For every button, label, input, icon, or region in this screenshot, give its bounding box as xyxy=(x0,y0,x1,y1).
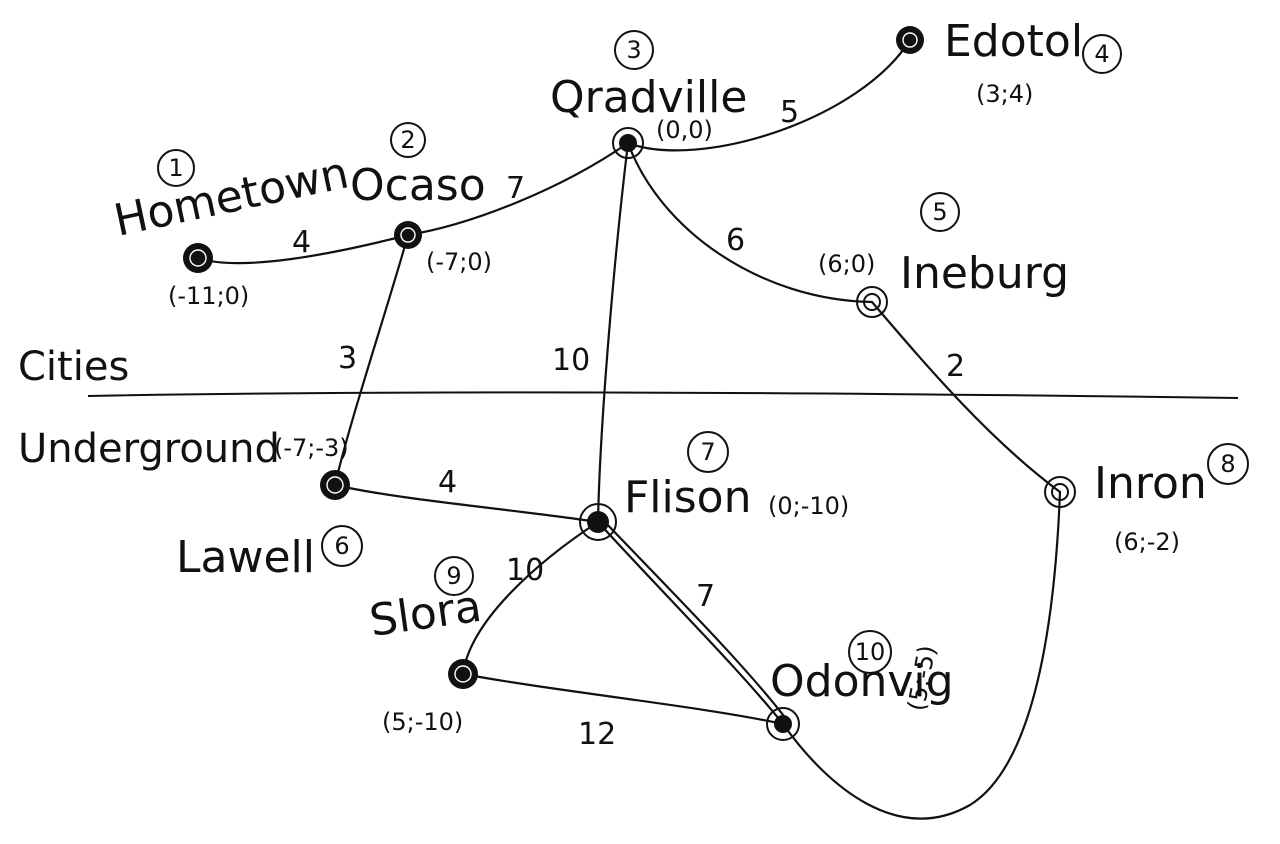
node-name-lawell: Lawell xyxy=(176,532,315,583)
node-lawell: Lawell (-7;-3) 6 xyxy=(176,434,363,583)
node-name-flison: Flison xyxy=(624,472,752,523)
node-marker xyxy=(448,659,478,689)
node-id-circle xyxy=(434,556,474,596)
node-marker xyxy=(1044,476,1076,508)
edge-weights: 4 7 5 6 3 10 2 4 10 7 12 xyxy=(292,95,965,752)
edge-weight-lawell-flison: 4 xyxy=(438,465,457,500)
edge-weight-qradville-flison: 10 xyxy=(552,343,590,378)
node-id-slora: 9 xyxy=(446,562,461,590)
edge-ocaso-qradville xyxy=(406,141,630,237)
node-id-odonvig: 10 xyxy=(855,638,886,666)
node-coord-slora: (5;-10) xyxy=(382,708,463,736)
edge-weight-ocaso-qradville: 7 xyxy=(506,171,525,206)
edges xyxy=(196,38,1062,820)
node-hometown: Hometown (-11;0) 1 xyxy=(110,147,353,310)
node-coord-flison: (0;-10) xyxy=(768,492,849,520)
node-marker xyxy=(320,470,350,500)
edge-flison-odonvig-second-stroke xyxy=(601,518,789,722)
edge-weight-ocaso-lawell: 3 xyxy=(338,341,357,376)
node-id-circle xyxy=(687,431,729,473)
node-id-circle xyxy=(157,149,195,187)
nodes: Hometown (-11;0) 1 Ocaso (-7;0) 2 Qradvi… xyxy=(110,16,1249,741)
node-name-odonvig: Odonvig xyxy=(770,656,954,707)
edge-weight-hometown-ocaso: 4 xyxy=(292,225,311,260)
edge-slora-odonvig xyxy=(461,672,785,726)
node-odonvig: Odonvig (5;-5) 10 xyxy=(766,630,954,741)
node-id-edotol: 4 xyxy=(1094,40,1109,68)
node-name-hometown: Hometown xyxy=(110,147,353,246)
edge-lawell-flison xyxy=(333,483,600,524)
node-name-qradville: Qradville xyxy=(550,72,747,123)
region-label-underground: Underground xyxy=(18,426,280,472)
edge-qradville-edotol xyxy=(626,38,912,152)
node-coord-inron: (6;-2) xyxy=(1114,528,1180,556)
node-edotol: Edotol (3;4) 4 xyxy=(896,16,1122,108)
node-marker xyxy=(394,221,422,249)
node-id-circle xyxy=(390,122,426,158)
edge-weight-qradville-edotol: 5 xyxy=(780,95,799,130)
node-coord-ineburg: (6;0) xyxy=(818,250,875,278)
edge-odonvig-inron xyxy=(781,490,1062,820)
node-name-edotol: Edotol xyxy=(944,16,1083,67)
node-id-circle xyxy=(321,525,363,567)
node-inron: Inron (6;-2) 8 xyxy=(1044,443,1249,556)
edge-qradville-flison xyxy=(596,141,630,524)
node-coord-qradville: (0,0) xyxy=(656,116,713,144)
node-id-qradville: 3 xyxy=(626,36,641,64)
node-id-circle xyxy=(920,192,960,232)
edge-weight-flison-odonvig: 7 xyxy=(696,579,715,614)
node-id-ineburg: 5 xyxy=(932,198,947,226)
node-id-circle xyxy=(1207,443,1249,485)
node-name-ineburg: Ineburg xyxy=(900,248,1069,299)
node-id-circle xyxy=(1082,34,1122,74)
node-slora: Slora (5;-10) 9 xyxy=(366,556,485,736)
node-name-ocaso: Ocaso xyxy=(350,160,486,211)
node-coord-lawell: (-7;-3) xyxy=(274,434,349,462)
edge-weight-ineburg-inron: 2 xyxy=(946,349,965,384)
node-marker xyxy=(579,503,617,541)
edge-weight-flison-slora: 10 xyxy=(506,553,544,588)
edge-flison-slora xyxy=(461,520,600,676)
node-id-inron: 8 xyxy=(1220,450,1235,478)
edge-ocaso-lawell xyxy=(333,233,410,487)
edge-weight-slora-odonvig: 12 xyxy=(578,717,616,752)
node-marker xyxy=(856,286,888,318)
edge-hometown-ocaso xyxy=(196,233,410,265)
node-qradville: Qradville (0,0) 3 xyxy=(550,30,747,159)
edge-ineburg-inron xyxy=(870,300,1062,494)
edge-weight-qradville-ineburg: 6 xyxy=(726,223,745,258)
node-coord-hometown: (-11;0) xyxy=(168,282,249,310)
region-label-cities: Cities xyxy=(18,344,129,390)
node-marker xyxy=(183,243,213,273)
node-id-circle xyxy=(848,630,892,674)
edge-flison-odonvig xyxy=(596,520,785,726)
node-id-hometown: 1 xyxy=(168,154,183,182)
node-id-circle xyxy=(614,30,654,70)
region-divider xyxy=(87,391,1239,399)
node-marker xyxy=(896,26,924,54)
node-ineburg: Ineburg (6;0) 5 xyxy=(818,192,1069,318)
node-id-ocaso: 2 xyxy=(400,126,415,154)
node-flison: Flison (0;-10) 7 xyxy=(579,431,849,541)
node-marker xyxy=(612,127,644,159)
node-ocaso: Ocaso (-7;0) 2 xyxy=(350,122,492,276)
node-id-lawell: 6 xyxy=(334,532,349,560)
node-name-inron: Inron xyxy=(1094,458,1207,509)
node-coord-edotol: (3;4) xyxy=(976,80,1033,108)
node-marker xyxy=(766,707,800,741)
edge-qradville-ineburg xyxy=(626,141,874,304)
node-id-flison: 7 xyxy=(700,438,715,466)
node-coord-ocaso: (-7;0) xyxy=(426,248,492,276)
